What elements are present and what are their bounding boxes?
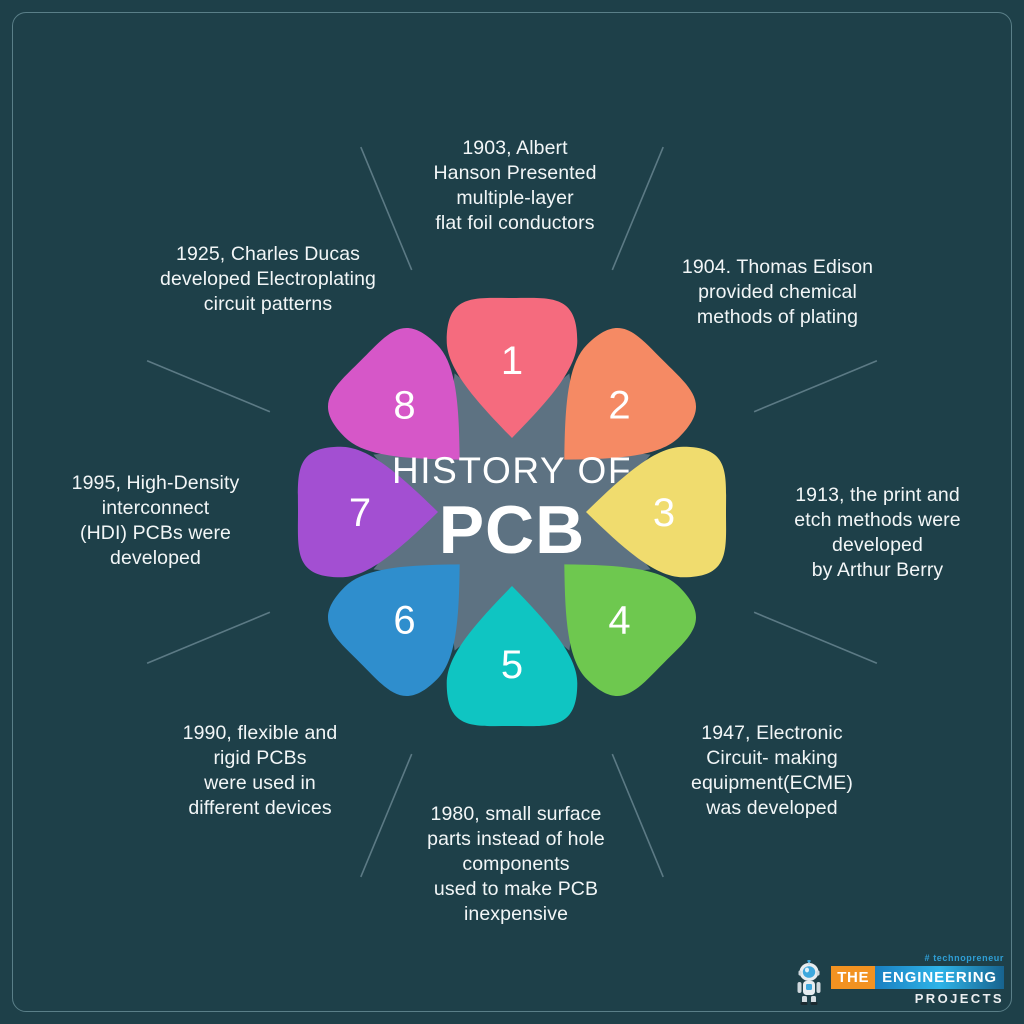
callout-1904: 1904. Thomas Edison provided chemical me… — [681, 256, 874, 328]
logo-projects: PROJECTS — [914, 991, 1004, 1006]
logo-wordmark: # technopreneur THE ENGINEERING PROJECTS — [831, 953, 1004, 1006]
petal-6-blue[interactable] — [314, 518, 505, 709]
logo-engineering: ENGINEERING — [875, 966, 1004, 989]
petal-2-orange[interactable] — [518, 314, 709, 505]
pcb-history-flower-diagram: 1 2 3 4 5 6 7 8 HISTORY OF PCB — [297, 297, 727, 727]
callout-1980: 1980, small surface parts instead of hol… — [427, 803, 605, 925]
center-title-line1: HISTORY OF — [392, 450, 632, 491]
petal-number-4: 4 — [608, 599, 630, 643]
petal-8-magenta[interactable] — [314, 314, 505, 505]
logo-bar: THE ENGINEERING — [831, 966, 1004, 989]
petal-number-2: 2 — [608, 384, 630, 428]
petal-5-teal[interactable] — [446, 586, 578, 727]
petal-4-green[interactable] — [518, 518, 709, 709]
center-star-shape — [373, 373, 651, 651]
callout-1947: 1947, Electronic Circuit- making equipme… — [691, 722, 853, 819]
center-title-line2: PCB — [439, 492, 586, 568]
logo-tagline: # technopreneur — [924, 953, 1004, 963]
callout-1913: 1913, the print and etch methods were de… — [794, 484, 961, 581]
petal-3-yellow[interactable] — [586, 446, 727, 578]
callout-1990: 1990, flexible and rigid PCBs were used … — [182, 722, 338, 819]
callout-1903: 1903, Albert Hanson Presented multiple-l… — [433, 137, 597, 234]
petal-number-5: 5 — [501, 643, 523, 687]
connector-line — [146, 360, 271, 413]
connector-line — [753, 611, 878, 664]
callout-1995: 1995, High-Density interconnect (HDI) PC… — [71, 472, 240, 569]
logo-the: THE — [831, 966, 876, 989]
callout-1925: 1925, Charles Ducas developed Electropla… — [160, 243, 376, 315]
petal-number-1: 1 — [501, 339, 523, 383]
petal-7-purple[interactable] — [297, 446, 438, 578]
connector-line — [753, 360, 878, 413]
petal-number-8: 8 — [393, 384, 415, 428]
center-star — [373, 373, 651, 651]
petal-1-pink[interactable] — [446, 297, 578, 438]
petal-number-6: 6 — [393, 599, 415, 643]
petal-number-7: 7 — [349, 491, 371, 535]
petals-group — [297, 297, 727, 727]
robot-mascot-icon — [797, 960, 821, 1005]
connector-line — [146, 611, 271, 664]
brand-logo[interactable]: # technopreneur THE ENGINEERING PROJECTS — [794, 953, 1004, 1006]
petal-number-3: 3 — [653, 491, 675, 535]
petal-numbers-group: 1 2 3 4 5 6 7 8 — [349, 339, 675, 687]
